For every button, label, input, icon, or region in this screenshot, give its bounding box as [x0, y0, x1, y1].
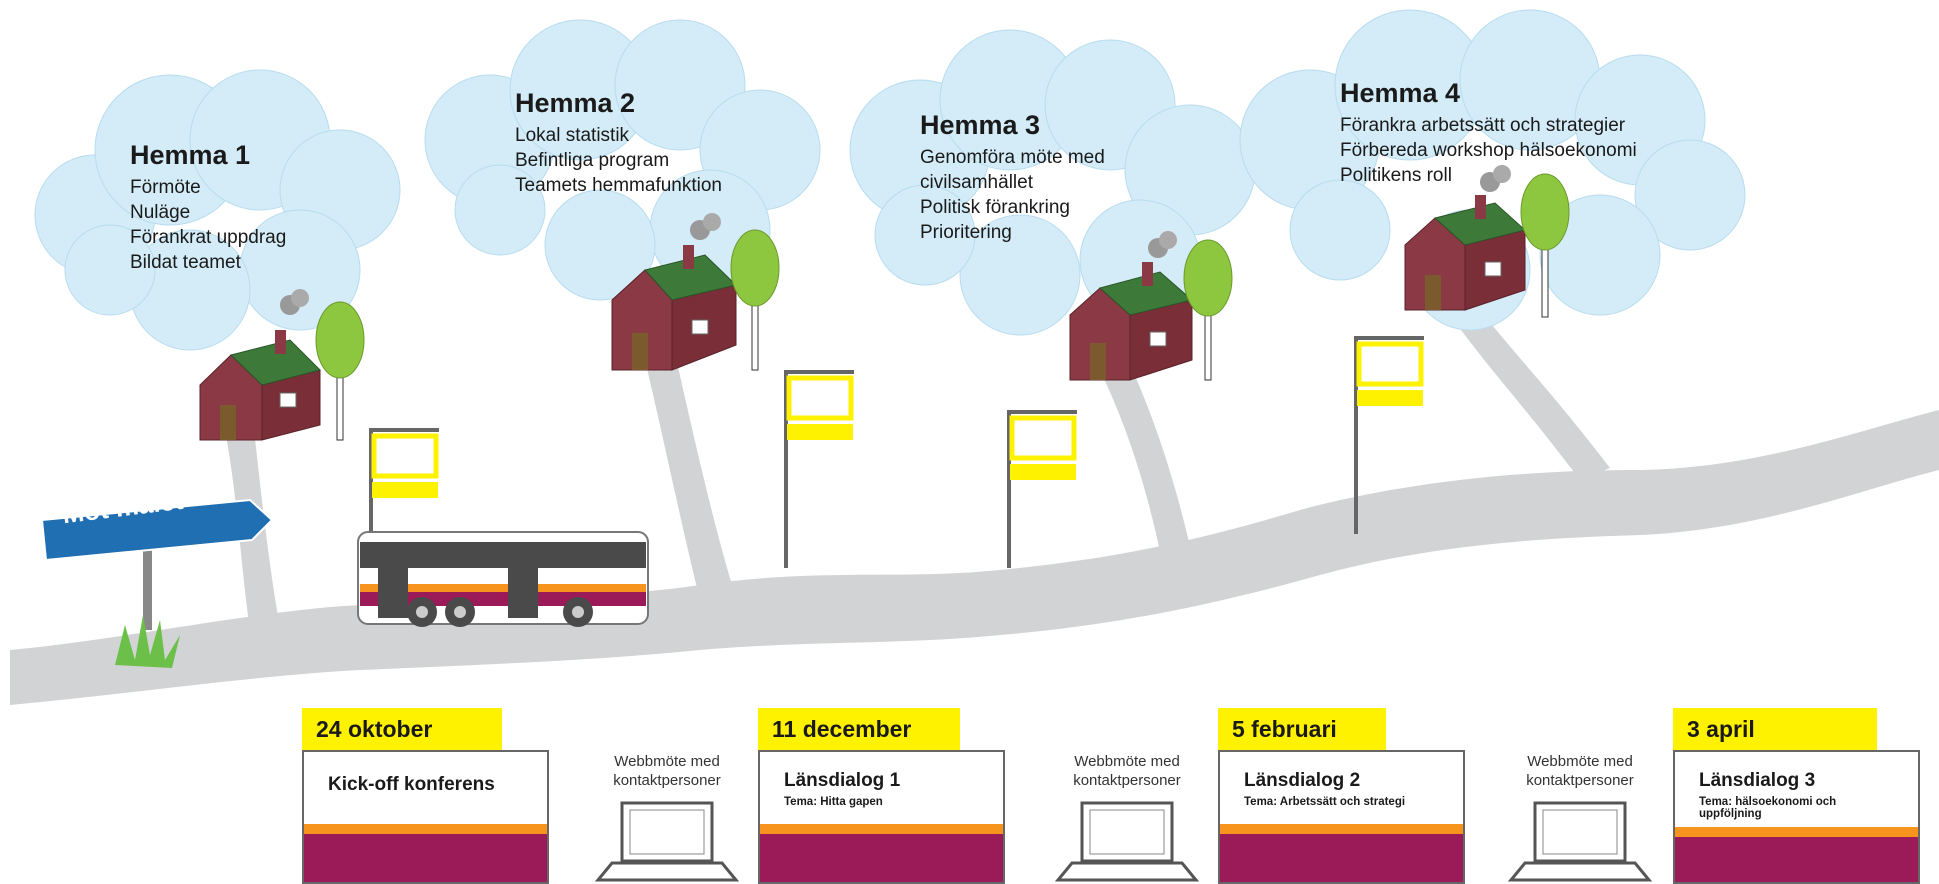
home-2-item: Befintliga program: [515, 150, 670, 171]
branch-road-4: [1440, 300, 1610, 480]
cloud-1: [34, 69, 401, 351]
bus-stop-1: [369, 428, 439, 543]
home-2-title: Hemma 2: [515, 88, 636, 118]
home-4-item: Politikens roll: [1340, 165, 1452, 186]
laptop-icon: [594, 801, 740, 882]
card-band: [760, 834, 1003, 882]
cloud-4: [1239, 9, 1746, 331]
event-date: 11 december: [758, 708, 960, 750]
home-2-text: Hemma 2 Lokal statistik Befintliga progr…: [515, 88, 722, 198]
tree-3: [1183, 239, 1233, 381]
tree-2: [730, 229, 780, 371]
home-4-title: Hemma 4: [1340, 78, 1461, 108]
event-subtitle: Tema: Hitta gapen: [784, 796, 883, 808]
bus-stop-4: [1354, 336, 1424, 534]
home-3-item: Genomföra möte med civilsamhället: [920, 147, 1105, 193]
card-band: [1675, 837, 1918, 882]
bus-stop-3: [1007, 410, 1077, 568]
event-card: Länsdialog 1 Tema: Hitta gapen: [758, 750, 1005, 884]
event-card: Kick-off konferens: [302, 750, 549, 884]
event-card: Länsdialog 3 Tema: hälsoekonomi och uppf…: [1673, 750, 1920, 884]
home-3-text: Hemma 3 Genomföra möte med civilsamhälle…: [920, 110, 1170, 245]
event-title: Kick-off konferens: [328, 774, 495, 795]
webmeeting-line2: kontaktpersoner: [613, 772, 721, 789]
event-title: Länsdialog 1: [784, 770, 901, 791]
webmeeting-label: Webbmöte med kontaktpersoner: [1052, 752, 1202, 790]
home-3-item: Politisk förankring: [920, 197, 1070, 218]
home-3-title: Hemma 3: [920, 110, 1041, 140]
home-4-item: Förankra arbetssätt och strategier: [1340, 115, 1626, 136]
event-title: Länsdialog 3: [1699, 770, 1816, 791]
home-2-item: Lokal statistik: [515, 125, 630, 146]
home-1-title: Hemma 1: [130, 140, 251, 170]
webmeeting-label: Webbmöte med kontaktpersoner: [592, 752, 742, 790]
event-subtitle: Tema: hälsoekonomi och uppföljning: [1699, 796, 1837, 820]
house-2: [611, 213, 738, 371]
webmeeting-line1: Webbmöte med: [1527, 753, 1633, 770]
home-4-text: Hemma 4 Förankra arbetssätt och strategi…: [1340, 78, 1637, 188]
branch-road-2: [640, 340, 735, 600]
webmeeting-label: Webbmöte med kontaktpersoner: [1505, 752, 1655, 790]
event-date: 24 oktober: [302, 708, 502, 750]
event-title: Länsdialog 2: [1244, 770, 1361, 791]
webmeeting-line2: kontaktpersoner: [1073, 772, 1181, 789]
bus: [357, 531, 649, 627]
house-1: [199, 289, 321, 441]
mot-malet-signpost: [40, 498, 274, 668]
webmeeting-line1: Webbmöte med: [1074, 753, 1180, 770]
card-stripe: [304, 824, 547, 834]
laptop-icon: [1507, 801, 1653, 882]
home-1-item: Nuläge: [130, 202, 191, 223]
event-card: Länsdialog 2 Tema: Arbetssätt och strate…: [1218, 750, 1465, 884]
webmeeting-line2: kontaktpersoner: [1526, 772, 1634, 789]
webmeeting-line1: Webbmöte med: [614, 753, 720, 770]
card-band: [304, 834, 547, 882]
home-1-text: Hemma 1 Förmöte Nuläge Förankrat uppdrag…: [130, 140, 286, 275]
home-3-item: Prioritering: [920, 222, 1012, 243]
house-4: [1404, 165, 1527, 311]
home-1-item: Förmöte: [130, 177, 201, 198]
event-date: 5 februari: [1218, 708, 1386, 750]
card-stripe: [1220, 824, 1463, 834]
home-1-item: Förankrat uppdrag: [130, 227, 287, 248]
tree-1: [315, 301, 365, 441]
card-stripe: [1675, 827, 1918, 837]
branch-road-3: [1095, 360, 1195, 575]
home-4-item: Förbereda workshop hälsoekonomi: [1340, 140, 1637, 161]
main-road: [10, 410, 1939, 705]
home-2-item: Teamets hemmafunktion: [515, 175, 722, 196]
event-subtitle: Tema: Arbetssätt och strategi: [1244, 796, 1406, 808]
bus-stop-2: [784, 370, 854, 568]
home-1-item: Bildat teamet: [130, 252, 241, 273]
laptop-icon: [1054, 801, 1200, 882]
event-date: 3 april: [1673, 708, 1877, 750]
house-3: [1069, 231, 1194, 381]
card-band: [1220, 834, 1463, 882]
tree-4: [1520, 173, 1570, 318]
card-stripe: [760, 824, 1003, 834]
